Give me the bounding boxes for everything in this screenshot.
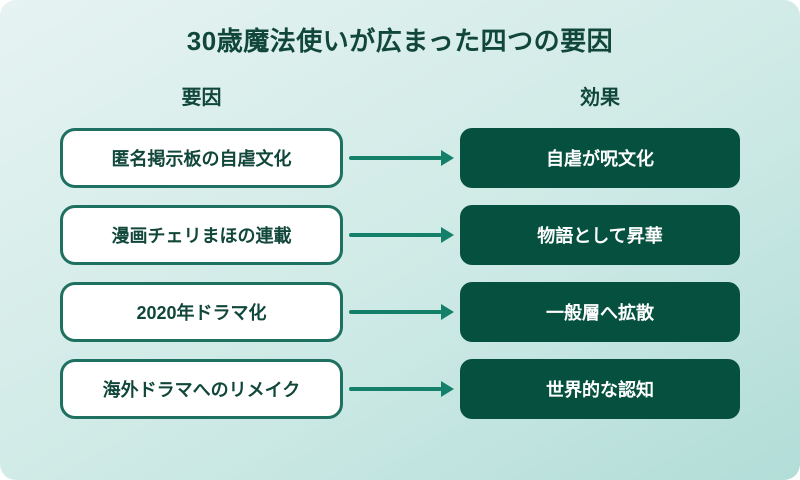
diagram-row-2: 漫画チェリまほの連載 物語として昇華	[60, 205, 740, 265]
column-headers: 要因 効果	[60, 86, 740, 110]
diagram-rows: 匿名掲示板の自虐文化 自虐が呪文化 漫画チェリまほの連載 物語として昇華 202…	[60, 128, 740, 419]
arrow-right-icon	[441, 381, 454, 397]
arrow-connector-4	[343, 381, 460, 397]
arrow-connector-3	[343, 304, 460, 320]
arrow-line	[349, 310, 442, 314]
arrow-right-icon	[441, 304, 454, 320]
arrow-connector-1	[343, 150, 460, 166]
diagram-row-1: 匿名掲示板の自虐文化 自虐が呪文化	[60, 128, 740, 188]
effect-box-4: 世界的な認知	[460, 359, 740, 419]
factor-box-1: 匿名掲示板の自虐文化	[60, 128, 343, 188]
effect-box-2: 物語として昇華	[460, 205, 740, 265]
column-header-factors: 要因	[181, 87, 222, 109]
factor-box-2: 漫画チェリまほの連載	[60, 205, 343, 265]
diagram-title: 30歳魔法使いが広まった四つの要因	[186, 26, 614, 56]
arrow-connector-2	[343, 227, 460, 243]
diagram-row-3: 2020年ドラマ化 一般層へ拡散	[60, 282, 740, 342]
arrow-line	[349, 156, 442, 160]
diagram-row-4: 海外ドラマへのリメイク 世界的な認知	[60, 359, 740, 419]
effect-box-1: 自虐が呪文化	[460, 128, 740, 188]
factor-box-3: 2020年ドラマ化	[60, 282, 343, 342]
arrow-line	[349, 387, 442, 391]
effect-box-3: 一般層へ拡散	[460, 282, 740, 342]
factor-box-4: 海外ドラマへのリメイク	[60, 359, 343, 419]
column-header-effects: 効果	[580, 87, 620, 109]
arrow-line	[349, 233, 442, 237]
arrow-right-icon	[441, 227, 454, 243]
arrow-right-icon	[441, 150, 454, 166]
